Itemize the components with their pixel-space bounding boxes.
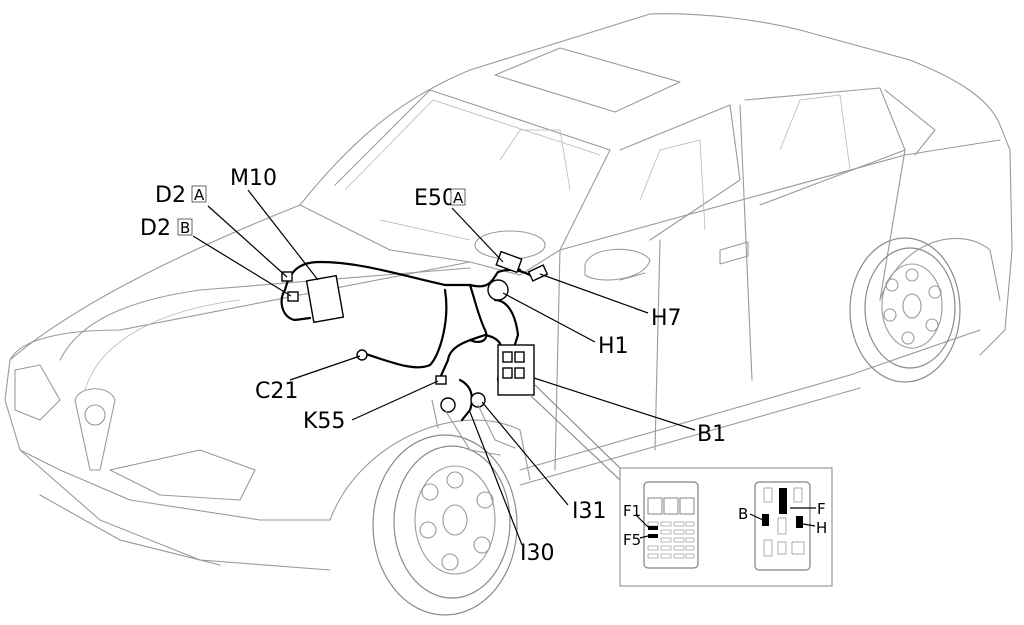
- label-h1: H1: [598, 334, 629, 359]
- m10-module: [305, 274, 345, 324]
- label-e50-text: E50: [414, 186, 456, 211]
- inset-label-f5: F5: [623, 531, 641, 549]
- relay-b: [762, 514, 769, 526]
- label-e50: E50 A: [414, 186, 466, 211]
- k55-connector: [435, 375, 447, 385]
- label-d2b-text: D2: [140, 216, 171, 241]
- label-d2b: D2 B: [140, 216, 193, 241]
- label-i30: I30: [520, 541, 554, 566]
- fusebox-inset: F1 F5 B F H: [619, 467, 833, 587]
- inset-label-b: B: [738, 505, 748, 523]
- label-e50-box: A: [453, 189, 464, 207]
- label-d2b-box: B: [180, 219, 190, 237]
- label-m10: M10: [230, 166, 277, 191]
- relay-h: [796, 516, 803, 528]
- fuse-f5: [648, 534, 658, 538]
- inset-label-h: H: [816, 519, 827, 537]
- fuse-f1: [648, 526, 658, 530]
- e50-switch: [495, 250, 523, 274]
- label-d2a-text: D2: [155, 183, 186, 208]
- label-b1: B1: [697, 422, 726, 447]
- front-wheel: [372, 434, 518, 616]
- i31-switch: [440, 397, 456, 413]
- label-d2a-box: A: [194, 186, 205, 204]
- labels: D2 A D2 B M10 E50 A C21 K55 H7 H1 B1 I31…: [140, 166, 726, 566]
- inset-label-f1: F1: [623, 502, 641, 520]
- components: [281, 250, 549, 456]
- label-k55: K55: [303, 409, 345, 434]
- i30-switch: [470, 392, 486, 408]
- label-d2a: D2 A: [155, 183, 207, 208]
- label-c21: C21: [255, 379, 298, 404]
- label-h7: H7: [651, 306, 682, 331]
- rear-wheel: [849, 237, 961, 383]
- inset-label-f: F: [817, 500, 826, 518]
- h1-switch: [487, 279, 509, 301]
- car-body: [4, 13, 1013, 571]
- leader-lines: [192, 189, 696, 546]
- d2b-connector: [287, 291, 299, 302]
- h7-stalk: [527, 264, 549, 282]
- label-i31: I31: [572, 499, 606, 524]
- relay-f: [779, 488, 787, 514]
- c21-connector: [356, 349, 368, 361]
